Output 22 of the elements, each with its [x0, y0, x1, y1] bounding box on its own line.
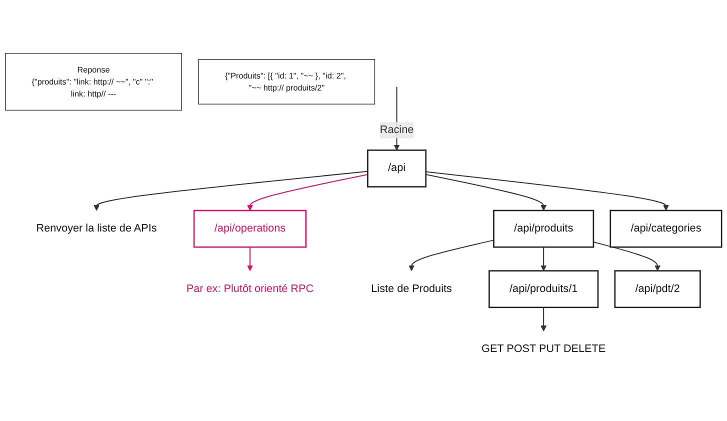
- node-box: /api/operations: [193, 210, 307, 248]
- arrow: [540, 247, 547, 272]
- node-text: GET POST PUT DELETE: [482, 343, 606, 355]
- arrow: [540, 307, 547, 332]
- arrow: [426, 174, 547, 211]
- node-box: /api/produits: [493, 210, 594, 248]
- arrow: [408, 240, 494, 272]
- arrow: [593, 242, 661, 272]
- node-box: /api/pdt/2: [614, 270, 701, 308]
- node-text: Renvoyer la liste de APIs: [36, 222, 157, 234]
- node-box: /api/categories: [610, 210, 722, 248]
- node-box: {"Produits": [{ "id: 1", "~~ }, "id: 2", "~~ http:// produits/2": [198, 59, 376, 104]
- node-text: Par ex: Plutôt orienté RPC: [186, 283, 314, 295]
- edge-label: Racine: [380, 124, 414, 136]
- arrow: [94, 170, 368, 211]
- node-box: /api/produits/1: [488, 270, 599, 308]
- arrow: [247, 174, 368, 211]
- node-text: Liste de Produits: [371, 283, 452, 295]
- arrow: [426, 171, 669, 211]
- arrow: [247, 247, 253, 272]
- node-box: Reponse {"produits": "link: http:// ~~", "c" ":" link: http// ---: [5, 52, 182, 111]
- node-box: /api: [367, 150, 427, 188]
